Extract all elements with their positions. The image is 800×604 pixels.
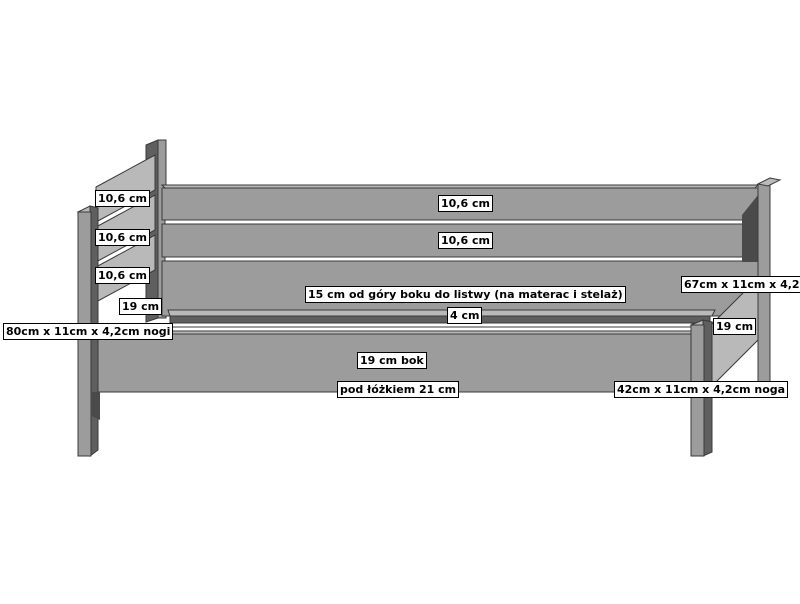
foot-tall-post-top bbox=[756, 177, 782, 187]
label-foot-leg-size: 42cm x 11cm x 4,2cm noga bbox=[614, 381, 789, 398]
label-front-side: 19 cm bok bbox=[357, 352, 427, 369]
label-back-slat-1: 10,6 cm bbox=[438, 195, 493, 212]
head-leg-shadow bbox=[92, 392, 100, 420]
back-slat-gap-top bbox=[164, 219, 756, 225]
label-under-bed: pod łóżkiem 21 cm bbox=[337, 381, 460, 398]
label-back-slat-2: 10,6 cm bbox=[438, 232, 493, 249]
label-headboard-slat-2: 10,6 cm bbox=[95, 229, 150, 246]
label-mattress-note: 15 cm od góry boku do listwy (na materac… bbox=[305, 286, 626, 303]
label-head-leg-size: 80cm x 11cm x 4,2cm nogi bbox=[3, 323, 174, 340]
label-foot-side-height: 19 cm bbox=[713, 318, 757, 335]
batten-top bbox=[167, 309, 716, 317]
label-headboard-slat-3: 10,6 cm bbox=[95, 267, 150, 284]
batten-dark-band bbox=[169, 315, 711, 324]
label-batten: 4 cm bbox=[447, 307, 483, 324]
back-shadow bbox=[742, 195, 758, 262]
batten-white-line bbox=[171, 322, 693, 328]
back-slat-gap-mid bbox=[164, 256, 756, 262]
label-headboard-slat-1: 10,6 cm bbox=[95, 190, 150, 207]
label-head-side-height: 19 cm bbox=[119, 298, 163, 315]
label-foot-tall-leg-size: 67cm x 11cm x 4,2 bbox=[681, 276, 800, 293]
